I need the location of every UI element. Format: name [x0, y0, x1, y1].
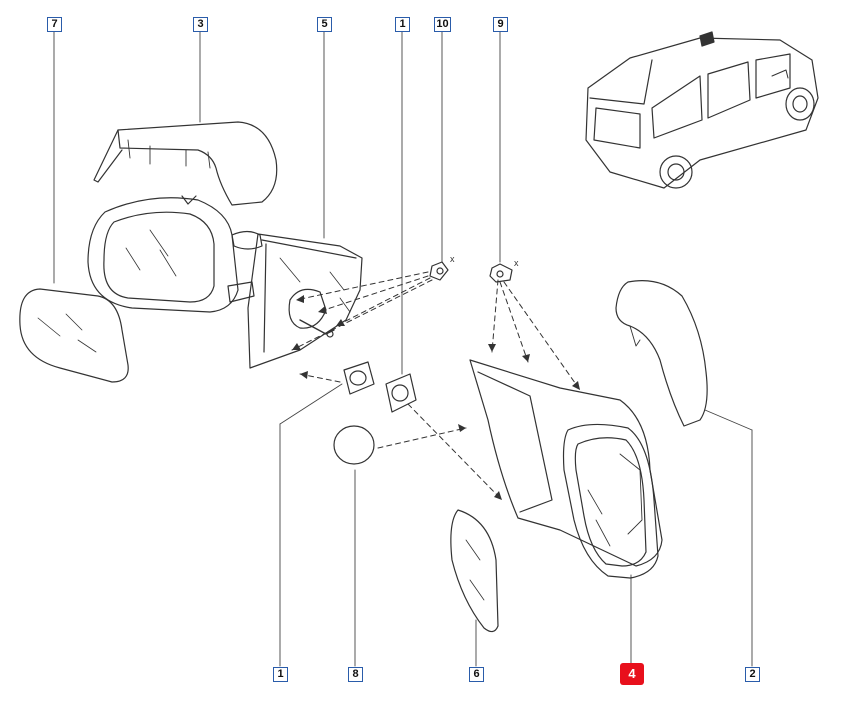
callout-9: 9: [493, 17, 508, 32]
screw-mark-9: x: [514, 258, 519, 268]
callout-2: 2: [745, 667, 760, 682]
pad-1b: [385, 373, 417, 413]
screw-9: [489, 263, 513, 283]
callout-6: 6: [469, 667, 484, 682]
arrow-heads: [292, 295, 580, 500]
callout-5: 5: [317, 17, 332, 32]
callout-3: 3: [193, 17, 208, 32]
callout-7: 7: [47, 17, 62, 32]
cover-2: [615, 280, 708, 427]
mirror-housing-right: [469, 359, 663, 579]
callout-1-bottom: 1: [273, 667, 288, 682]
screw-10: [429, 261, 449, 281]
base-frame-5: [247, 233, 363, 369]
vehicle-illustration: [585, 31, 819, 189]
mirror-glass-7: [19, 288, 129, 383]
callout-4-highlighted: 4: [620, 663, 644, 685]
leader-lines: [53, 31, 753, 667]
callout-1-top: 1: [395, 17, 410, 32]
upper-cover-3: [93, 121, 278, 206]
callout-8: 8: [348, 667, 363, 682]
pad-1a: [343, 361, 375, 395]
screw-mark-10: x: [450, 254, 455, 264]
mirror-head-left: [87, 195, 263, 313]
assembly-arrows: [291, 271, 581, 501]
callout-10: 10: [434, 17, 451, 32]
mirror-glass-6: [450, 509, 499, 633]
disc-8: [333, 425, 375, 465]
